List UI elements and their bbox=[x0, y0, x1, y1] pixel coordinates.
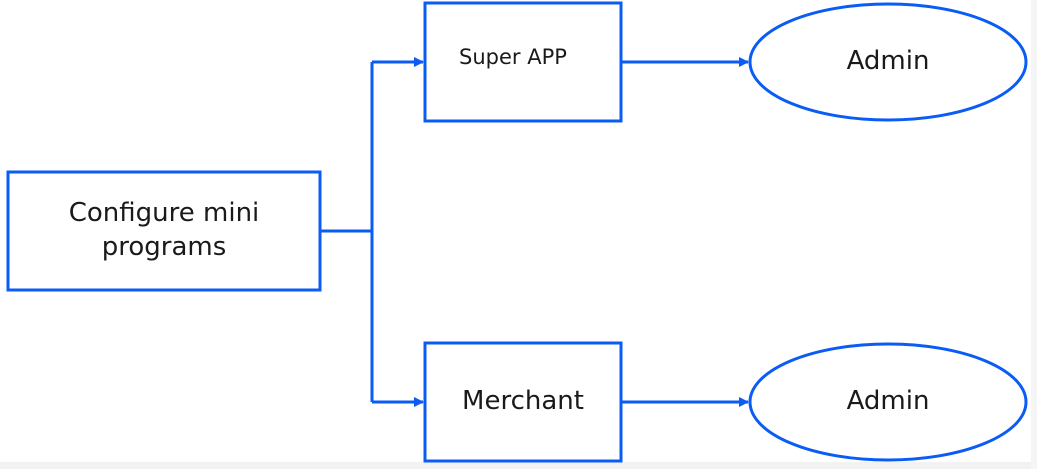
super-app-node-box bbox=[423, 1, 623, 123]
admin-top-node-label: Admin bbox=[846, 46, 930, 77]
merchant-node-box bbox=[423, 341, 623, 463]
admin-bottom-node-label: Admin bbox=[846, 386, 930, 417]
right-scroll-strip bbox=[1031, 0, 1037, 469]
merchant-node-label: Merchant bbox=[462, 386, 584, 417]
admin-bottom-node-ellipse bbox=[748, 342, 1028, 462]
configure-node-box bbox=[6, 170, 322, 292]
admin-top-node-ellipse bbox=[748, 2, 1028, 122]
configure-node-label: Configure mini programs bbox=[68, 198, 260, 262]
bottom-scroll-strip bbox=[0, 462, 1037, 469]
super-app-node-label: Super APP bbox=[459, 45, 567, 69]
